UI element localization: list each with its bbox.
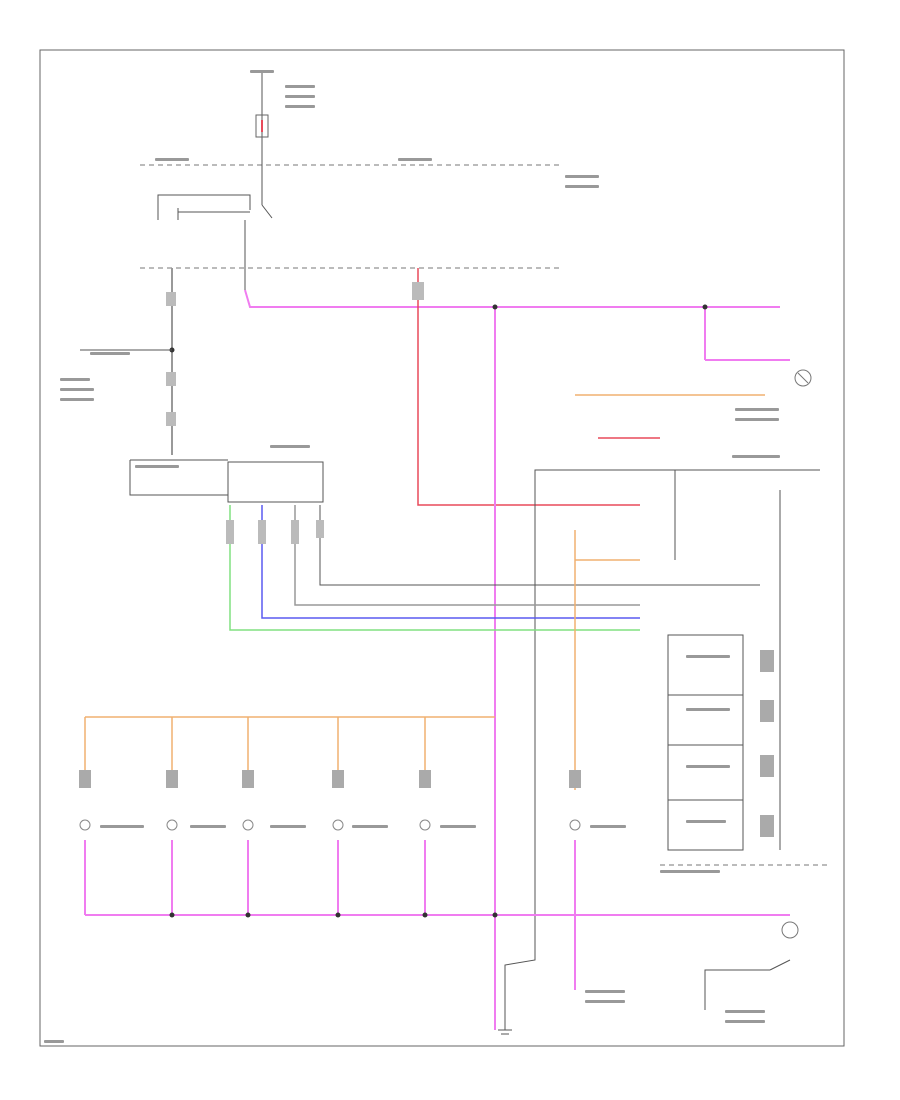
switch-icon — [769, 959, 791, 971]
pink-power-wire — [244, 289, 780, 308]
connector-icon — [166, 292, 176, 426]
lamp-branch — [569, 770, 581, 990]
black-signal-wire — [319, 505, 760, 586]
lamp-branch — [166, 717, 178, 915]
cluster-black-wire — [534, 469, 820, 925]
fuse-icon — [255, 114, 269, 138]
combination-switch-frame — [129, 460, 228, 496]
lamp-icon — [760, 650, 774, 837]
lamp-branch — [419, 717, 431, 915]
relay-frame — [157, 194, 251, 220]
combination-meter-box — [667, 634, 744, 851]
lamp-branch — [79, 717, 91, 915]
illegible-labels — [44, 70, 780, 1043]
lamp-branch — [242, 717, 254, 915]
red-illumination-wire — [417, 268, 640, 506]
splice-dot — [492, 304, 498, 310]
splice-dot — [702, 304, 708, 310]
diagram-frame — [39, 49, 845, 1047]
glove-box-switch-wire — [704, 969, 770, 1010]
connector-icon — [412, 282, 424, 300]
bulb-icon — [794, 369, 812, 387]
green-signal-wire — [229, 505, 640, 631]
switch-icon — [177, 204, 273, 220]
ground-icon — [498, 1029, 512, 1035]
connector-icon — [226, 520, 324, 544]
black-ground-wire — [504, 925, 536, 1030]
bulb-icon — [781, 921, 799, 939]
gray-signal-wire — [294, 505, 640, 606]
combination-switch-box — [227, 461, 324, 503]
lamp-branch — [332, 717, 344, 915]
